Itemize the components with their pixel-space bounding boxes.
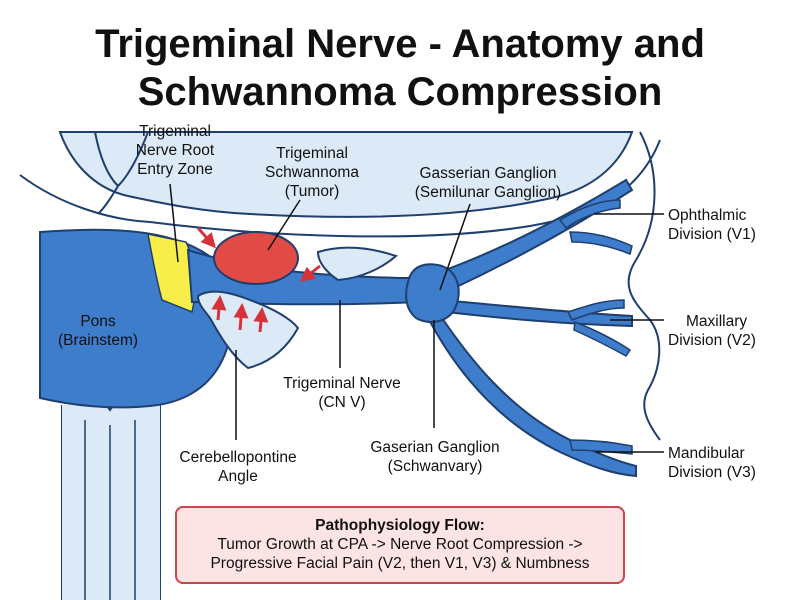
leader-gasserian bbox=[439, 203, 471, 291]
gasserian-ganglion bbox=[405, 263, 460, 323]
compression-arrow bbox=[299, 264, 321, 282]
label-root-entry-zone: Trigeminal Nerve Root Entry Zone bbox=[135, 123, 215, 178]
spinal-cord-lines bbox=[84, 420, 136, 600]
title-line-2: Schwannoma Compression bbox=[137, 70, 663, 114]
label-schwannoma: Trigeminal Schwannoma (Tumor) bbox=[265, 145, 359, 200]
compression-arrow bbox=[211, 295, 227, 321]
petrous-structure bbox=[316, 246, 398, 282]
label-ophthalmic: Ophthalmic Division (V1) bbox=[668, 207, 756, 243]
label-trigeminal-nerve: Trigeminal Nerve (CN V) bbox=[283, 375, 401, 411]
label-pons: Pons (Brainstem) bbox=[57, 313, 139, 349]
skull-base bbox=[58, 131, 634, 218]
ophthalmic-branch-upper bbox=[558, 199, 621, 230]
compression-arrow bbox=[196, 227, 216, 249]
label-gaserian-ganglion-lower: Gaserian Ganglion (Schwanvary) bbox=[370, 439, 500, 475]
schwannoma-tumor bbox=[213, 231, 299, 285]
ophthalmic-branch-lower bbox=[569, 231, 633, 256]
face-contour bbox=[627, 131, 661, 441]
compression-arrow bbox=[253, 307, 269, 333]
flow-title: Pathophysiology Flow: bbox=[315, 517, 485, 534]
brainstem-top-structure bbox=[94, 131, 149, 215]
mandibular-division-nerve bbox=[424, 310, 637, 478]
pathophysiology-flow-box: Pathophysiology Flow: Tumor Growth at CP… bbox=[175, 506, 625, 584]
leader-schwannoma bbox=[267, 199, 301, 251]
label-mandibular: Mandibular Division (V3) bbox=[668, 445, 756, 481]
spinal-cord-fill bbox=[62, 405, 160, 600]
maxillary-branch-upper bbox=[566, 299, 625, 321]
cerebellopontine-angle-structure bbox=[196, 290, 300, 370]
label-gasserian-ganglion: Gasserian Ganglion (Semilunar Ganglion) bbox=[414, 165, 562, 201]
title-line-1: Trigeminal Nerve - Anatomy and bbox=[95, 22, 705, 66]
maxillary-branch-lower bbox=[573, 320, 632, 357]
flow-line-1: Tumor Growth at CPA -> Nerve Root Compre… bbox=[217, 536, 583, 553]
mandibular-branch bbox=[569, 439, 633, 455]
leader-entry-zone bbox=[169, 183, 179, 263]
label-maxillary: Maxillary Division (V2) bbox=[668, 313, 756, 349]
flow-line-2: Progressive Facial Pain (V2, then V1, V3… bbox=[210, 555, 590, 572]
label-cpa: Cerebellopontine Angle bbox=[179, 449, 297, 485]
maxillary-division-nerve bbox=[438, 298, 633, 328]
compression-arrow bbox=[233, 303, 249, 331]
page-title: Trigeminal Nerve - Anatomy and Schwannom… bbox=[0, 20, 800, 116]
